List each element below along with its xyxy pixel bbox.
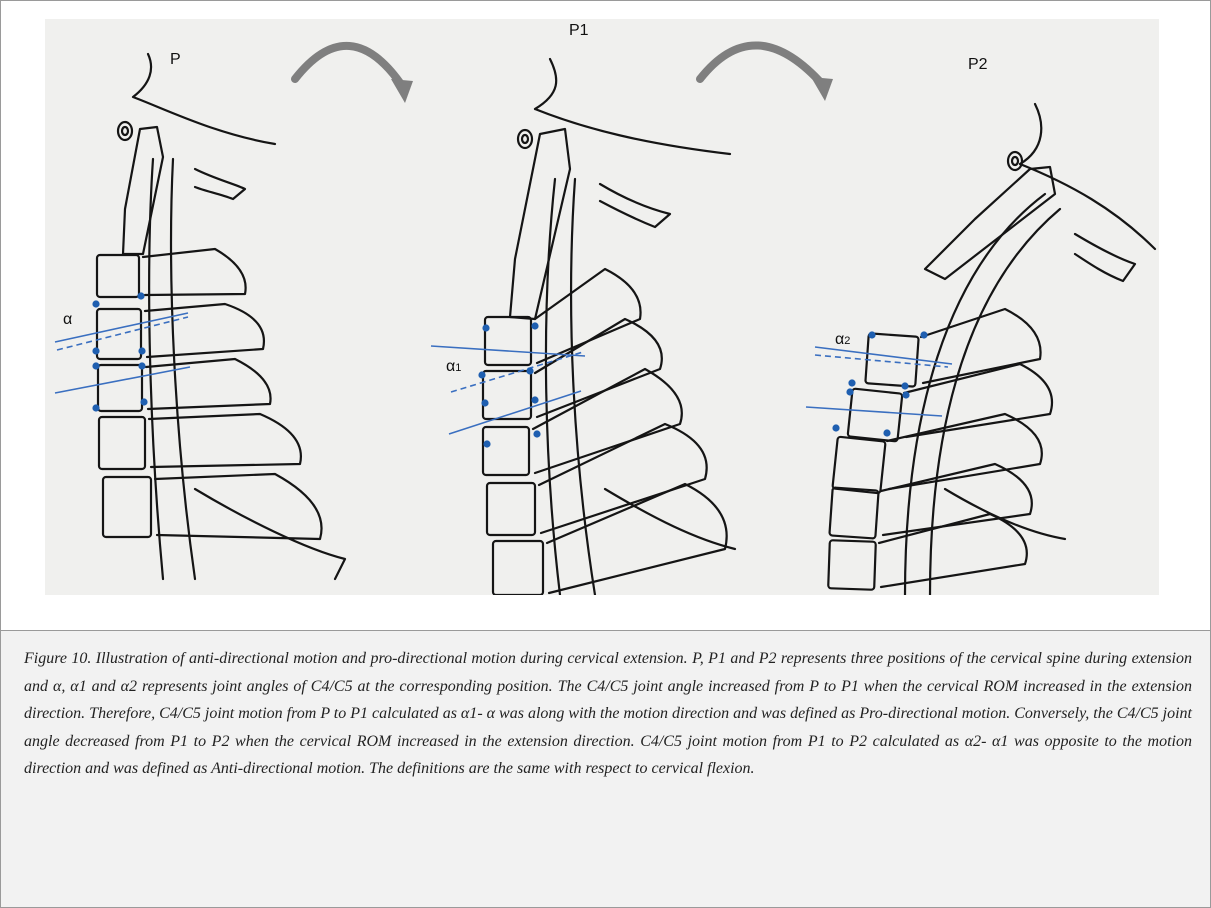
spinous-process xyxy=(149,414,301,467)
vertebral-body xyxy=(103,477,151,537)
landmark-dot xyxy=(138,362,145,369)
landmark-dot xyxy=(868,331,875,338)
landmark-dot xyxy=(832,424,839,431)
measure-line xyxy=(431,346,585,356)
arrow-p1-to-p2 xyxy=(700,45,833,101)
measure-line xyxy=(55,367,190,393)
jaw-outline xyxy=(600,184,670,227)
angle-label-alpha1-sub: 1 xyxy=(455,362,461,374)
angle-label-alpha-base: α xyxy=(63,311,72,328)
landmark-dot xyxy=(531,322,538,329)
jaw-outline xyxy=(195,169,245,199)
vertebral-body xyxy=(483,371,531,419)
spinous-process xyxy=(539,424,707,533)
landmark-dot xyxy=(846,388,853,395)
spinous-process xyxy=(533,369,682,473)
angle-label-alpha1-base: α xyxy=(446,358,455,375)
position-label-p1: P1 xyxy=(569,22,589,39)
landmark-dot xyxy=(531,396,538,403)
spinous-process xyxy=(535,319,662,417)
figure-caption: Figure 10. Illustration of anti-directio… xyxy=(24,645,1192,783)
vertebral-body xyxy=(493,541,543,595)
landmark-dot xyxy=(92,347,99,354)
arrow-head xyxy=(811,77,833,101)
skull-outline xyxy=(133,54,275,144)
spinous-process xyxy=(535,269,641,363)
position-label-p: P xyxy=(170,51,181,68)
spinous-process xyxy=(143,249,246,295)
measure-line xyxy=(55,313,188,342)
landmark-dot xyxy=(902,391,909,398)
landmark-dot xyxy=(92,362,99,369)
vertebral-body xyxy=(865,333,918,386)
canal-posterior xyxy=(571,179,595,595)
axis-vertebra xyxy=(925,167,1055,279)
vertebral-body xyxy=(485,317,531,365)
vertebral-body xyxy=(828,540,876,590)
arrow-shaft xyxy=(700,45,823,85)
angle-label-alpha2-base: α xyxy=(835,331,844,348)
atlas-ring-inner xyxy=(122,127,128,135)
landmark-dot xyxy=(483,440,490,447)
caption-box: Figure 10. Illustration of anti-directio… xyxy=(1,631,1210,907)
landmark-dot xyxy=(482,324,489,331)
arrow-p-to-p1 xyxy=(295,46,413,103)
vertebral-body xyxy=(487,483,535,535)
landmark-dot xyxy=(92,300,99,307)
canal-posterior xyxy=(930,209,1060,595)
atlas-ring xyxy=(1008,152,1022,170)
angle-label-alpha2-sub: 2 xyxy=(844,335,850,347)
angle-label-alpha2: α2 xyxy=(835,331,850,348)
arrow-head xyxy=(391,79,413,103)
landmark-dot xyxy=(920,331,927,338)
position-label-p2: P2 xyxy=(968,56,988,73)
neck-outline xyxy=(605,489,735,549)
atlas-ring xyxy=(118,122,132,140)
spine-sketch-2 xyxy=(828,104,1155,595)
landmark-dot xyxy=(140,398,147,405)
spinous-process xyxy=(921,309,1041,383)
spine-drawings xyxy=(97,54,1155,595)
transition-arrows xyxy=(295,45,833,103)
spinous-process xyxy=(155,474,322,539)
vertebral-body xyxy=(98,365,142,411)
landmark-dot xyxy=(533,430,540,437)
spine-sketch-1 xyxy=(483,59,735,595)
spine-illustration: P P1 P2 α α1 α2 xyxy=(45,19,1159,595)
spinous-process xyxy=(145,304,264,357)
vertebral-body xyxy=(832,437,885,494)
landmark-dot xyxy=(481,399,488,406)
landmark-dot xyxy=(137,292,144,299)
landmark-dot xyxy=(478,371,485,378)
landmark-dot xyxy=(92,404,99,411)
jaw-outline xyxy=(1075,234,1135,281)
spine-sketch-0 xyxy=(97,54,345,579)
landmark-dot xyxy=(883,429,890,436)
vertebral-body xyxy=(99,417,145,469)
canal-anterior xyxy=(905,194,1045,595)
atlas-ring-inner xyxy=(1012,157,1018,165)
vertebral-body xyxy=(97,255,139,297)
vertebral-body xyxy=(848,389,903,442)
landmark-dot xyxy=(848,379,855,386)
neck-outline xyxy=(195,489,345,579)
angle-label-alpha1: α1 xyxy=(446,358,461,375)
atlas-ring xyxy=(518,130,532,148)
landmark-dot xyxy=(526,367,533,374)
landmark-dot xyxy=(901,382,908,389)
figure-panel: P P1 P2 α α1 α2 xyxy=(45,19,1159,595)
atlas-ring-inner xyxy=(522,135,528,143)
landmark-dot xyxy=(138,347,145,354)
angle-label-alpha: α xyxy=(63,311,72,328)
vertebral-body xyxy=(483,427,529,475)
arrow-shaft xyxy=(295,46,403,87)
spinous-process xyxy=(146,359,271,409)
measure-line xyxy=(815,347,952,364)
axis-vertebra xyxy=(123,127,163,254)
vertebral-body xyxy=(829,487,878,538)
axis-vertebra xyxy=(510,129,570,319)
reference-line-dashed xyxy=(57,317,188,350)
neck-outline xyxy=(945,489,1065,539)
